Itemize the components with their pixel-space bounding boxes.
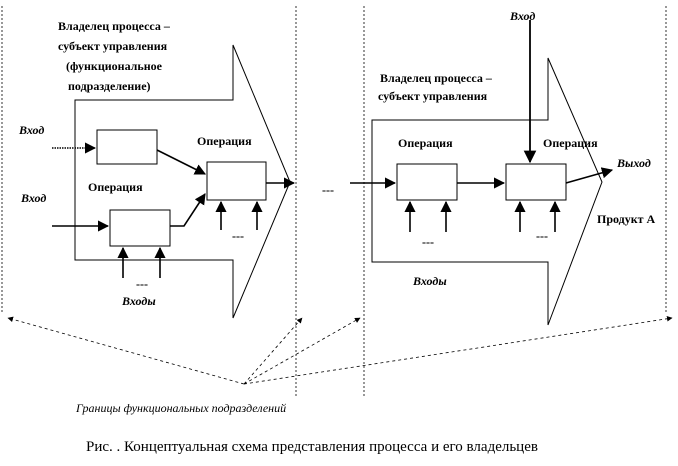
right-owner-chevron — [371, 57, 603, 326]
ellipsis-mid: --- — [322, 183, 334, 197]
operation-label-4: Операция — [543, 136, 598, 150]
output-arrow — [565, 167, 614, 184]
flow-arrow-1 — [156, 149, 207, 175]
operation-label-2: Операция — [197, 134, 252, 148]
figure-caption: Рис. . Концептуальная схема представлени… — [86, 439, 538, 455]
ellipsis-1: --- — [136, 277, 148, 291]
owner-label-right: Владелец процесса – субъект управления — [378, 71, 495, 103]
operation-box-3 — [206, 161, 267, 201]
owner-label-left: Владелец процесса – субъект управления (… — [58, 19, 173, 93]
boundary-pointers — [7, 316, 673, 385]
input-label-2: Вход — [20, 191, 46, 205]
ellipsis-4: --- — [536, 229, 548, 243]
operation-box-5 — [505, 163, 567, 201]
ellipsis-2: --- — [232, 229, 244, 243]
ellipsis-3: --- — [422, 235, 434, 249]
operation-box-2 — [109, 209, 171, 247]
operation-box-1 — [96, 129, 158, 165]
input-label-1: Вход — [18, 123, 44, 137]
inputs-label-right: Входы — [412, 274, 447, 288]
product-label: Продукт А — [597, 212, 656, 226]
operation-label-3: Операция — [398, 136, 453, 150]
inputs-label-left: Входы — [121, 294, 156, 308]
output-label: Выход — [616, 156, 651, 170]
operation-label-1: Операция — [88, 180, 143, 194]
operation-box-4 — [396, 163, 458, 201]
flow-arrow-2 — [170, 193, 206, 227]
boundaries-label: Границы функциональных подразделений — [75, 401, 286, 415]
left-owner-chevron — [74, 44, 291, 319]
input-label-top: Вход — [509, 9, 535, 23]
